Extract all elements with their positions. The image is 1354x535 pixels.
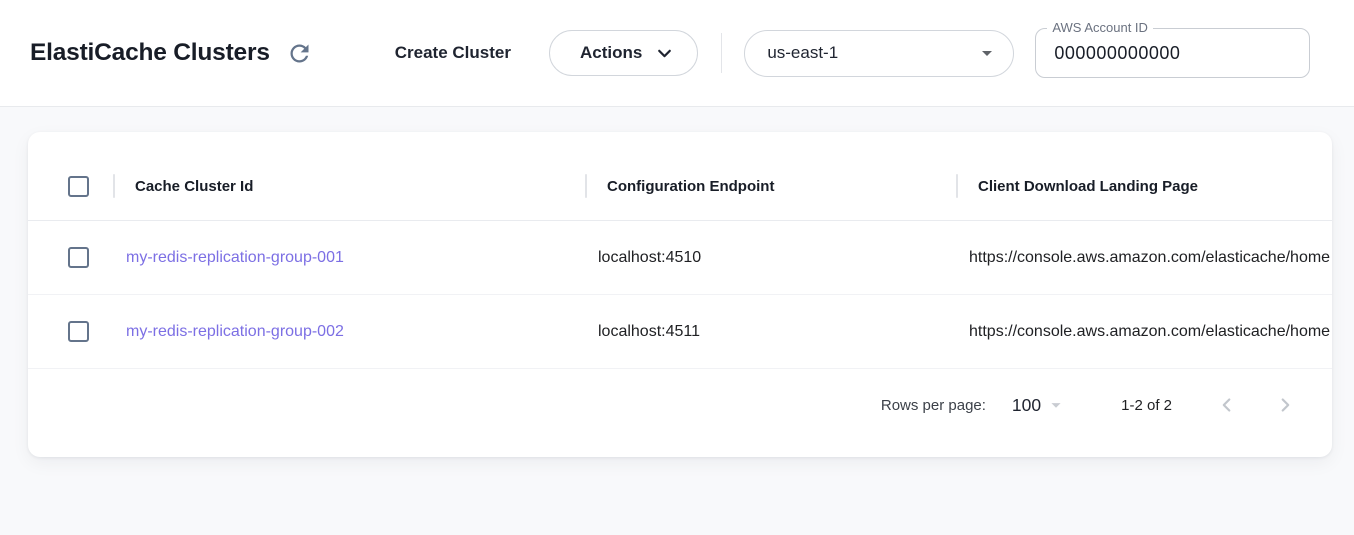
create-cluster-button[interactable]: Create Cluster — [391, 37, 515, 69]
rows-per-page-label: Rows per page: — [880, 396, 986, 414]
pagination-nav — [1208, 386, 1304, 424]
row-checkbox[interactable] — [68, 321, 89, 342]
elasticache-clusters-page: ElastiCache Clusters Create Cluster Acti… — [0, 0, 1354, 457]
pagination-range-label: 1-2 of 2 — [1121, 396, 1172, 414]
configuration-endpoint-cell: localhost:4510 — [585, 249, 956, 267]
header-cell-client-download-landing-page: Client Download Landing Page — [956, 174, 1332, 198]
header-cell-configuration-endpoint: Configuration Endpoint — [585, 174, 956, 198]
refresh-button[interactable] — [284, 38, 315, 69]
landing-page-url: https://console.aws.amazon.com/elasticac… — [969, 322, 1331, 340]
chevron-left-icon — [1222, 398, 1231, 412]
column-separator — [585, 174, 587, 198]
row-checkbox-cell — [28, 321, 113, 342]
table-row[interactable]: my-redis-replication-group-001 localhost… — [28, 221, 1332, 295]
refresh-icon — [290, 44, 309, 62]
column-header-client-download-landing-page[interactable]: Client Download Landing Page — [978, 177, 1199, 195]
cluster-link[interactable]: my-redis-replication-group-002 — [126, 322, 344, 340]
configuration-endpoint-value: localhost:4511 — [598, 322, 700, 340]
configuration-endpoint-cell: localhost:4511 — [585, 323, 956, 341]
select-all-checkbox[interactable] — [68, 175, 89, 197]
client-download-landing-page-cell: https://console.aws.amazon.com/elasticac… — [956, 249, 1332, 267]
cluster-link[interactable]: my-redis-replication-group-001 — [126, 248, 344, 266]
account-id-input[interactable] — [1052, 41, 1294, 65]
select-arrow-icon — [1051, 403, 1061, 408]
column-header-cache-cluster-id[interactable]: Cache Cluster Id — [135, 177, 254, 195]
header-checkbox-cell — [28, 175, 113, 197]
page-title: ElastiCache Clusters — [30, 39, 270, 66]
landing-page-url: https://console.aws.amazon.com/elasticac… — [969, 248, 1331, 266]
actions-button[interactable]: Actions — [548, 30, 699, 76]
account-id-field: AWS Account ID — [1035, 20, 1311, 78]
region-select-value: us-east-1 — [767, 43, 839, 62]
dropdown-arrow-icon — [982, 51, 993, 56]
cache-cluster-id-cell: my-redis-replication-group-002 — [113, 323, 585, 341]
configuration-endpoint-value: localhost:4510 — [598, 248, 702, 266]
chevron-right-icon — [1281, 398, 1290, 412]
chevron-down-icon — [658, 49, 672, 57]
row-checkbox-cell — [28, 247, 113, 268]
previous-page-button[interactable] — [1208, 386, 1246, 424]
column-separator — [113, 174, 115, 198]
next-page-button[interactable] — [1266, 386, 1304, 424]
row-checkbox[interactable] — [68, 247, 89, 268]
pagination-bar: Rows per page: 100 1-2 of 2 — [28, 369, 1332, 441]
table-row[interactable]: my-redis-replication-group-002 localhost… — [28, 295, 1332, 369]
actions-button-label: Actions — [579, 43, 643, 62]
main-content: Cache Cluster Id Configuration Endpoint … — [0, 132, 1354, 457]
page-header: ElastiCache Clusters Create Cluster Acti… — [0, 0, 1354, 107]
table-header-row: Cache Cluster Id Configuration Endpoint … — [28, 152, 1332, 221]
client-download-landing-page-cell: https://console.aws.amazon.com/elasticac… — [956, 323, 1332, 341]
rows-per-page-value: 100 — [1011, 394, 1042, 415]
cache-cluster-id-cell: my-redis-replication-group-001 — [113, 249, 585, 267]
header-cell-cache-cluster-id: Cache Cluster Id — [113, 174, 585, 198]
column-header-configuration-endpoint[interactable]: Configuration Endpoint — [607, 177, 775, 195]
column-separator — [956, 174, 958, 198]
region-select[interactable]: us-east-1 — [744, 29, 1015, 77]
toolbar-divider — [721, 33, 723, 73]
account-id-label: AWS Account ID — [1047, 20, 1153, 35]
clusters-table-card: Cache Cluster Id Configuration Endpoint … — [28, 132, 1332, 457]
rows-per-page-select[interactable]: 100 — [1012, 394, 1067, 416]
